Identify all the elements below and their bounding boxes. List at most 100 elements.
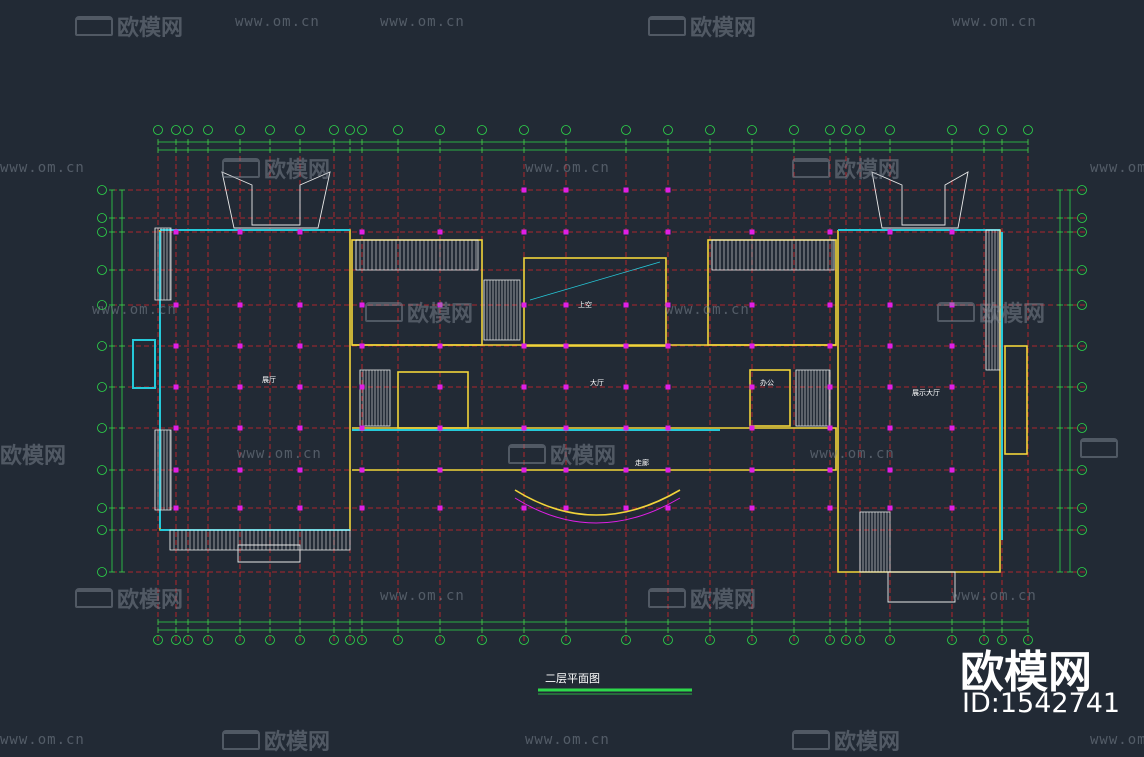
sofa-icon	[222, 158, 260, 178]
column	[563, 302, 569, 308]
axis-bubble	[663, 125, 673, 135]
axis-bubble	[789, 125, 799, 135]
axis-bubble	[1077, 465, 1087, 475]
watermark-site: www.om.cn	[952, 588, 1037, 604]
columns	[173, 187, 955, 511]
column	[173, 505, 179, 511]
column	[665, 425, 671, 431]
axis-bubble	[825, 125, 835, 135]
axis-bubble	[947, 635, 957, 645]
axis-bubble	[519, 125, 529, 135]
column	[749, 302, 755, 308]
column	[359, 302, 365, 308]
pavilion-roof-bottom-right	[887, 571, 956, 603]
column	[949, 505, 955, 511]
wall-office	[749, 369, 791, 427]
column	[173, 343, 179, 349]
column	[563, 505, 569, 511]
column	[623, 187, 629, 193]
column	[827, 505, 833, 511]
room-label-lobby: 大厅	[590, 379, 604, 387]
axis-bubble	[235, 125, 245, 135]
column	[521, 343, 527, 349]
column	[665, 505, 671, 511]
column	[437, 343, 443, 349]
column	[563, 187, 569, 193]
column	[359, 229, 365, 235]
column	[521, 425, 527, 431]
axis-bubble	[97, 382, 107, 392]
column	[949, 384, 955, 390]
drawing-title: 二层平面图	[545, 672, 600, 685]
axis-bubble	[153, 125, 163, 135]
column	[887, 384, 893, 390]
axis-bubble	[885, 635, 895, 645]
axis-bubble	[1077, 227, 1087, 237]
watermark-site: www.om.cn	[0, 160, 85, 176]
column	[173, 384, 179, 390]
column	[297, 343, 303, 349]
axis-bubble	[1077, 382, 1087, 392]
column	[563, 229, 569, 235]
axis-bubble	[171, 635, 181, 645]
column	[237, 505, 243, 511]
column	[359, 343, 365, 349]
watermark-site: www.om.cn	[952, 14, 1037, 30]
column	[949, 229, 955, 235]
room-label-atrium: 上空	[578, 301, 592, 309]
watermark-logo: 欧模网	[365, 296, 473, 328]
axis-bubble	[345, 125, 355, 135]
column	[297, 229, 303, 235]
column	[827, 425, 833, 431]
axis-bubble	[295, 125, 305, 135]
axis-bubble	[519, 635, 529, 645]
watermark-logo	[1080, 438, 1118, 458]
axis-bubble	[1077, 185, 1087, 195]
axis-bubble	[435, 125, 445, 135]
axis-bubble	[1077, 300, 1087, 310]
axis-bubble	[997, 125, 1007, 135]
sofa-icon	[1080, 438, 1118, 458]
column	[237, 384, 243, 390]
axis-bubble	[345, 635, 355, 645]
watermark-logo: 欧模网	[937, 296, 1045, 328]
watermark-logo: 欧模网	[792, 724, 900, 756]
column	[563, 343, 569, 349]
column	[437, 467, 443, 473]
axis-bubble	[1023, 635, 1033, 645]
roof-hatch-left-upper	[154, 227, 172, 301]
void-diagonal	[529, 261, 661, 301]
column	[521, 302, 527, 308]
column	[749, 505, 755, 511]
axis-bubble	[1077, 265, 1087, 275]
column	[437, 302, 443, 308]
wall-curved-entrance	[514, 489, 681, 516]
watermark-site: www.om.cn	[380, 588, 465, 604]
axis-bubble	[235, 635, 245, 645]
axis-bubble	[203, 125, 213, 135]
room-label-hall-left: 展厅	[262, 376, 276, 384]
column	[297, 425, 303, 431]
axis-bubble	[329, 635, 339, 645]
column	[949, 302, 955, 308]
column	[623, 425, 629, 431]
axis-bubble	[97, 300, 107, 310]
watermark-site: www.om.cn	[237, 446, 322, 462]
sofa-icon	[365, 302, 403, 322]
wall-left-hall	[159, 229, 351, 531]
column	[749, 343, 755, 349]
sofa-icon	[648, 588, 686, 608]
axis-bubble	[265, 125, 275, 135]
axis-bubble	[1077, 525, 1087, 535]
sofa-icon	[792, 730, 830, 750]
column	[297, 467, 303, 473]
column	[437, 425, 443, 431]
axis-bubble	[1023, 125, 1033, 135]
watermark-site: www.om.cn	[1090, 160, 1144, 176]
axis-bubbles	[97, 125, 1087, 645]
column	[563, 425, 569, 431]
column	[237, 343, 243, 349]
watermark-logo: 欧模网	[222, 724, 330, 756]
axis-bubble	[477, 635, 487, 645]
